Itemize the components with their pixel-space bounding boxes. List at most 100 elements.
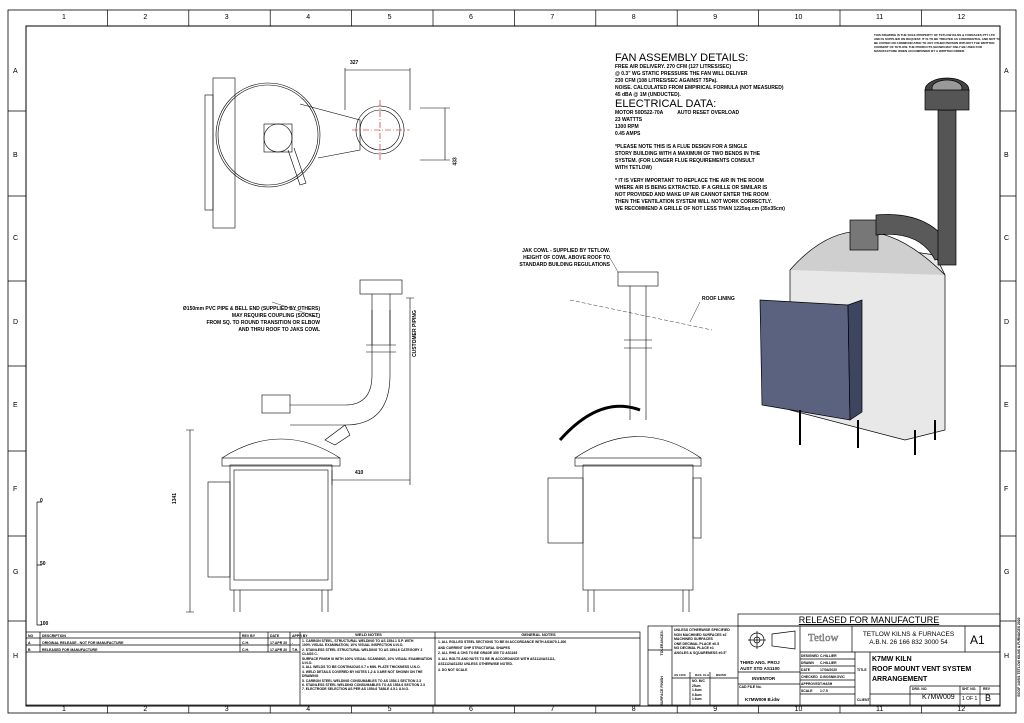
weld-note: 3. ALL WELDS TO BE CONTINUOUS 0.7 x MIN.…: [302, 665, 421, 670]
designed-value: C.HILLIER: [820, 654, 837, 658]
general-note: 3. ALL BOLTS AND NUTS TO BE IN ACCORDANC…: [438, 656, 556, 661]
revision-header: REV BY: [242, 634, 256, 638]
fan-detail-line: 230 CFM (108 LITRES/SEC AGAINST 75Pa).: [615, 78, 718, 84]
finish-value: 1.6um: [692, 697, 702, 701]
revision-cell: ORIGINAL RELEASE - NOT FOR MANUFACTURE: [42, 641, 124, 645]
side-note: BOOF 1405/1 TETLOW KILNS & FURNACES 2020: [1017, 617, 1021, 697]
grid-row-label: A: [13, 68, 18, 75]
revision-cell: T.H.: [292, 648, 299, 652]
revision-header: DESCRIPTION: [42, 634, 66, 638]
grid-column-label: 12: [957, 14, 966, 21]
drawn-value: C.HILLIER: [820, 661, 837, 665]
revision-cell: 17.APR 20: [270, 641, 288, 645]
finish-value: 0.8um: [692, 692, 702, 697]
grid-row-label: H: [1004, 652, 1010, 660]
tolerance-line: UNLESS OTHERWISE SPECIFIED: [674, 628, 730, 632]
fan-detail-line: 45 dBA @ 1M (UNDUCTED).: [615, 92, 681, 98]
approved-label: APPROVED: [801, 682, 821, 686]
weld-notes-heading: WELD NOTES: [355, 632, 382, 637]
revision-cell: -: [292, 641, 294, 645]
flue-note-line: SYSTEM. (FOR LONGER FLUE REQUIREMENTS CO…: [615, 158, 755, 164]
grid-column-label: 8: [631, 14, 636, 21]
title-label: TITLE: [857, 668, 867, 672]
date-label: DATE: [801, 668, 810, 672]
side-view: [547, 257, 713, 612]
dim-433: 433: [452, 157, 459, 166]
approved-value: T.HASH: [820, 682, 833, 686]
overload: AUTO RESET OVERLOAD: [677, 110, 740, 116]
grid-row-label: F: [1004, 485, 1009, 493]
scale-label-0: 0: [40, 498, 43, 504]
pvc-pipe-callout: Ø150mm PVC PIPE & BELL END (SUPPLIED BY …: [182, 306, 320, 312]
client-label: CLIENT: [857, 698, 870, 702]
release-status: RELEASED FOR MANUFACTURE: [798, 615, 940, 625]
finish-header: BS/ISO: [716, 673, 727, 677]
cad-file-label: CAD FILE No.: [739, 685, 762, 689]
scale-value: 1:7.5: [820, 689, 828, 693]
jak-cowl-callout: STANDARD BUILDING REGULATIONS: [519, 262, 610, 268]
dim-327: 327: [350, 60, 359, 66]
grid-column-label: 10: [794, 706, 803, 713]
finish-header: RAS. CLA: [695, 673, 710, 677]
grid-row-label: B: [1004, 151, 1009, 159]
weld-note: 2. STAINLESS STEEL STRUCTURAL WELDING TO…: [302, 647, 423, 657]
scale-label-100: 100: [40, 621, 49, 627]
tolerance-line: NON MACHINED SURFACES ±2: [674, 632, 727, 637]
grid-column-label: 1: [62, 14, 66, 21]
dim-1341: 1341: [172, 492, 179, 505]
tolerance-line: ONE DECIMAL PLACE ±0.5: [674, 641, 720, 646]
surface-finish-label: SURFACE FINISH: [659, 676, 664, 706]
scale-label-50: 50: [40, 561, 46, 567]
weld-note: 4. WELD DETAILS COVERED BY NOTES 1,2 & 3…: [302, 669, 423, 679]
scale-bar: [36, 501, 42, 626]
tolerances-label: TOLERANCES:: [659, 630, 664, 656]
approved-row: APPROVEDT.HASH: [801, 681, 845, 688]
revision-cell: B: [28, 648, 31, 652]
grid-column-label: 7: [550, 706, 555, 713]
weld-note: 5. CARBON STEEL WELDING CONSUMABLES TO A…: [302, 678, 422, 683]
grid-column-label: 6: [469, 706, 473, 713]
flue-note-line: *PLEASE NOTE THIS IS A FLUE DESIGN FOR A…: [615, 144, 748, 150]
grid-column-label: 4: [306, 14, 311, 21]
air-note-line: WHERE AIR IS BEING EXTRACTED. IF A GRILL…: [615, 185, 768, 191]
checked-value: D.BOSNIKOVIC: [820, 675, 845, 679]
air-note-line: NOT PROVIDED AND MAKE UP AIR CANNOT ENTE…: [615, 192, 769, 198]
grid-row-label: D: [1004, 318, 1010, 326]
grid-row-label: G: [1004, 569, 1010, 576]
revision-cell: RELEASED FOR MANUFACTURE: [42, 648, 98, 652]
grid-column-label: 3: [224, 14, 229, 21]
standard: AUST STD AS1100: [740, 666, 780, 671]
fan-details: FAN ASSEMBLY DETAILS: FREE AIR DELIVERY.…: [615, 53, 785, 213]
dim-410: 410: [355, 470, 364, 476]
grid-row-label: E: [1004, 402, 1009, 409]
weld-note: SURFACE FINISH III WITH 100% VISUAL SCAN…: [302, 656, 432, 666]
tolerance-line: MACHINED SURFACES: [674, 637, 713, 642]
general-note: 4. DO NOT SCALE: [438, 667, 468, 672]
grid-column-label: 8: [631, 706, 636, 713]
tolerance-line: ANGLES & SQUARENESS ±0.5°: [674, 650, 727, 655]
sheet-label: SHT. NO.: [962, 687, 977, 691]
customer-piping: CUSTOMER PIPING: [411, 310, 418, 357]
grid-column-label: 4: [306, 706, 311, 713]
grid-row-label: G: [13, 569, 19, 576]
electrical-heading: ELECTRICAL DATA:: [615, 98, 717, 110]
drawing-title: ARRANGEMENT: [872, 676, 928, 683]
grid-column-label: 10: [794, 14, 803, 21]
jak-cowl-callout: HEIGHT OF COWL ABOVE ROOF TO: [523, 255, 610, 261]
fan-detail-line: @ 0.3" WG STATIC PRESSURE THE FAN WILL D…: [615, 71, 748, 77]
grid-column-label: 5: [387, 706, 392, 713]
grid-row-label: H: [13, 652, 19, 660]
electrical-detail-line: 0.45 AMPS: [615, 131, 641, 137]
roof-lining-callout: ROOF LINING: [702, 296, 735, 302]
grid-row-label: C: [1004, 235, 1010, 242]
drawing-number-label: DRG. NO.: [912, 687, 928, 691]
weld-note: 1. CARBON STEEL, STRUCTURAL WELDING TO A…: [302, 639, 414, 643]
drawn-label: DRAWN: [801, 661, 814, 665]
grid-column-label: 9: [713, 14, 718, 21]
grid-column-label: 5: [387, 14, 392, 21]
grid-row-label: B: [13, 151, 18, 159]
grid-column-label: 2: [143, 14, 148, 21]
